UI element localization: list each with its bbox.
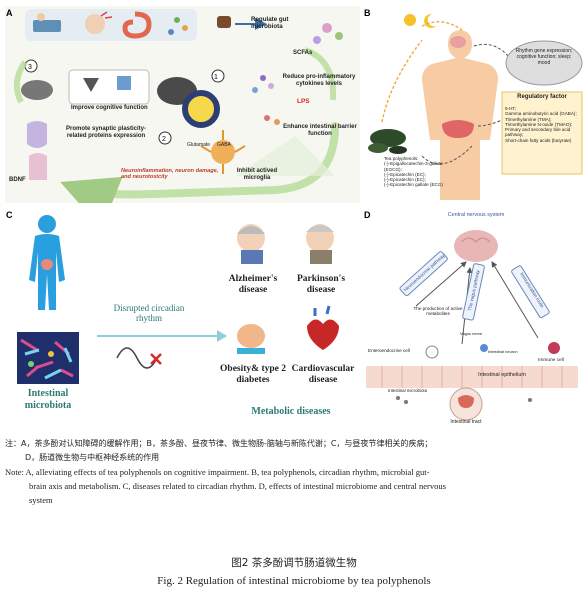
tea-item: (-)-Epicatechin (EC); — [384, 171, 426, 177]
scfas-text: SCFAs — [293, 50, 313, 56]
vagus-text: Vagus nerve — [460, 331, 483, 336]
immune-cell-text: Immune cell — [538, 358, 564, 363]
bdnf-text: BDNF — [9, 177, 26, 183]
tea-cup-icon — [217, 16, 231, 28]
regulatory-item: Gamma aminobutyric acid (GABA); — [505, 111, 577, 117]
reduce-cytokines-text: Reduce pro-inflammatory cytokines levels — [282, 74, 356, 87]
gaba-text: GABA — [217, 142, 231, 148]
synapse-icon — [27, 121, 47, 148]
disease-cardiovascular: Cardiovascular disease — [291, 364, 355, 385]
synaptic-text: Promote synaptic plasticity-related prot… — [65, 126, 147, 139]
tea-item: (-)-Epigallocatechin-3-gallate (EGCG); — [384, 161, 443, 172]
immune-cell-icon — [548, 342, 560, 354]
moon-icon — [424, 13, 436, 28]
note-zh-line2: D，肠道微生物与中枢神经系统的作用 — [25, 453, 160, 462]
parkinsons-icon — [306, 224, 334, 264]
regulatory-item: Trimethylamine (TMA); — [505, 116, 552, 122]
intestine-icon — [122, 11, 152, 39]
neuron-icon — [480, 344, 488, 352]
metabolic-diseases-text: Metabolic diseases — [251, 406, 331, 417]
enteroendocrine-cell-icon — [425, 345, 439, 359]
glutamate-text: Glutamate — [187, 142, 211, 148]
note-en-line3: system — [29, 495, 53, 505]
lps-text: LPS — [297, 98, 310, 105]
rhythm-text: Rhythm gene expression; cognitive functi… — [515, 48, 573, 66]
rhythm-oval — [505, 40, 583, 86]
bed-icon — [33, 20, 61, 32]
intestinal-tract-text: Intestinal tract — [450, 419, 482, 425]
caption-en: Fig. 2 Regulation of intestinal microbio… — [157, 575, 431, 587]
intestinal-microbiota-d-text: Intestinal microbiota — [388, 388, 428, 393]
panel-a: 1 2 3 A Regulate gut microbiota SCFAs Re… — [5, 6, 360, 203]
epithelium-band — [366, 366, 578, 388]
production-text: The production of active metabolites — [413, 306, 463, 317]
note-en-line2: brain axis and metabolism. C, diseases r… — [29, 481, 446, 491]
rhythm-wave-icon — [116, 347, 158, 369]
head-icon — [85, 14, 105, 34]
panel-b-label: B — [364, 8, 371, 18]
epithelium-text: Intestinal epithelium — [478, 372, 526, 378]
panel-a-graphic: 1 2 3 A — [5, 6, 360, 203]
regulatory-list: 5-HT; Gamma aminobutyric acid (GABA); Tr… — [505, 106, 581, 143]
panel-c-label: C — [6, 210, 13, 220]
tea-item: (-)-Epicatechin (EC); — [384, 177, 426, 183]
rat-icon — [21, 80, 53, 100]
heart-icon — [307, 305, 339, 350]
regulatory-factor-box — [501, 91, 583, 175]
panel-b: B Rhythm gene expression; cognitive func… — [362, 6, 583, 203]
caption-zh: 图2 茶多酚调节肠道微生物 — [231, 557, 357, 569]
sun-moon-icon — [182, 90, 220, 128]
panel-a-label: A — [6, 8, 13, 18]
disease-parkinsons: Parkinson's disease — [296, 274, 346, 295]
human-body-icon — [422, 30, 498, 200]
inhibit-microglia-text: Inhibit actived microglia — [236, 168, 278, 181]
brain-icon — [454, 230, 498, 262]
obesity-icon — [237, 324, 265, 354]
disrupted-rhythm-text: Disrupted circadian rhythm — [113, 303, 185, 324]
intestinal-microbiota-text: Intestinal microbiota — [24, 388, 72, 411]
regulatory-item: Trimethylamine N-oxide (TMAO); — [505, 121, 573, 127]
alzheimers-icon — [237, 224, 265, 264]
panel-d: D Central nervous system Neuroendocrine … — [362, 208, 583, 430]
tea-leaves-icon — [370, 129, 406, 147]
step-2: 2 — [162, 136, 166, 143]
neuroinflammation-text: Neuroinflammation, neuron damage, and ne… — [121, 168, 219, 181]
enteroendocrine-text: Enteroendocrine cell — [368, 348, 410, 353]
step-3: 3 — [28, 64, 32, 71]
cognitive-box — [68, 69, 150, 105]
figure-notes: 注：A，茶多酚对认知障碍的缓解作用；B，茶多酚、昼夜节律、微生物肠-脑轴与新陈代… — [5, 437, 585, 507]
panel-c-graphic: C — [6, 210, 339, 384]
note-en-line1: Note: A, alleviating effects of tea poly… — [5, 467, 430, 477]
disease-alzheimers: Alzheimer's disease — [228, 274, 278, 295]
regulatory-item: Primary and secondary bile acid pathway; — [505, 127, 571, 138]
step-1: 1 — [214, 74, 218, 81]
note-zh-line1: 注：A，茶多酚对认知障碍的缓解作用；B，茶多酚、昼夜节律、微生物肠-脑轴与新陈代… — [5, 439, 433, 448]
microglia-icon — [211, 140, 235, 164]
regulatory-item: Short-chain fatty acids (butyrate) — [505, 137, 572, 143]
tea-polyphenols-list: Tea polyphenols: (-)-Epigallocatechin-3-… — [384, 156, 446, 188]
panel-b-graphic: B — [364, 8, 583, 200]
regulatory-item: 5-HT; — [505, 106, 516, 111]
top-banner — [25, 9, 197, 41]
tea-title: Tea polyphenols: — [384, 156, 419, 161]
improve-cognitive-text: Improve cognitive function — [71, 105, 148, 111]
sun-icon — [404, 14, 416, 26]
neuron-text: Intestinal neuron — [488, 349, 518, 354]
cns-text: Central nervous system — [447, 212, 505, 218]
regulatory-title: Regulatory factor — [517, 94, 567, 100]
cross-icon — [150, 353, 162, 365]
tea-item: (-)-Epicatechin gallate (ECG) — [384, 182, 443, 188]
panel-d-graphic: D — [364, 210, 578, 421]
regulate-gut-microbiota-text: Regulate gut microbiota — [251, 16, 289, 31]
panel-d-label: D — [364, 210, 371, 220]
panel-c: C — [5, 208, 360, 430]
human-figure-icon — [29, 215, 65, 310]
enhance-barrier-text: Enhance intestinal barrier function — [283, 124, 357, 137]
disease-obesity: Obesity& type 2 diabetes — [220, 364, 286, 385]
gut-icon — [442, 120, 474, 138]
